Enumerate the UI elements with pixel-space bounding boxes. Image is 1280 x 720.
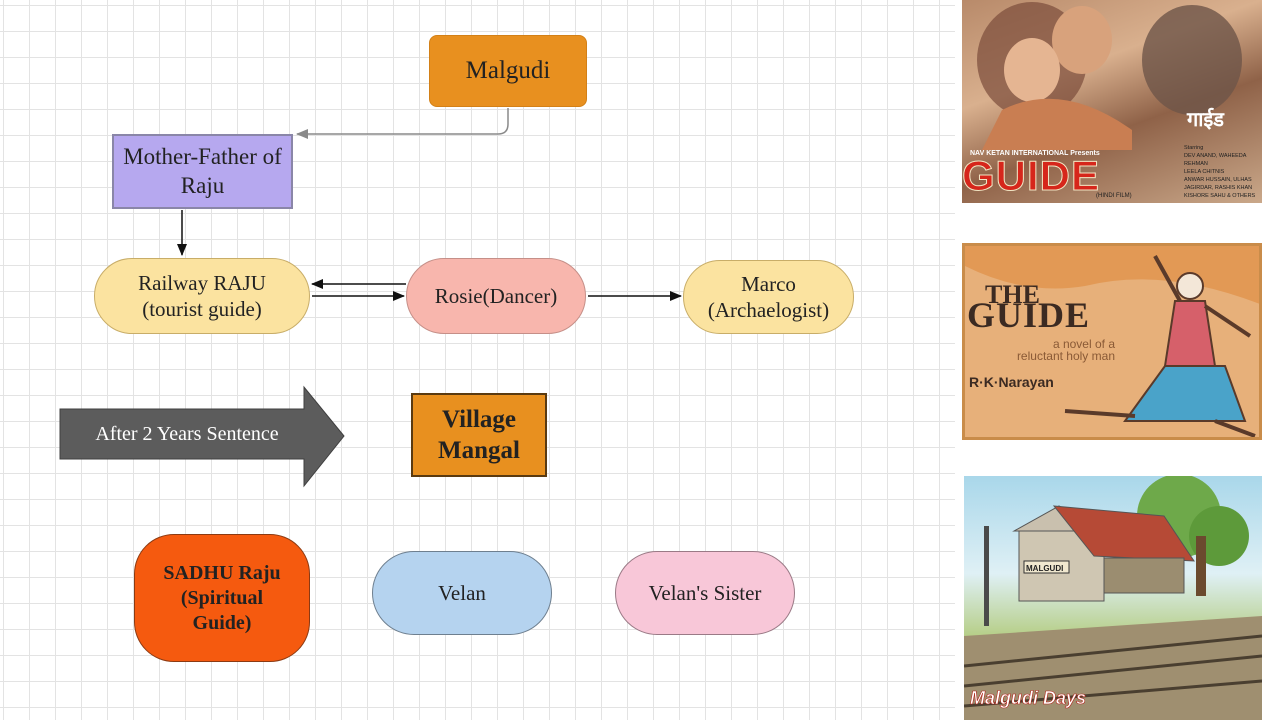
poster-credit-line: JAGIRDAR, RASHIS KHAN: [1184, 185, 1253, 191]
book-subtitle: a novel of a reluctant holy man: [1016, 337, 1115, 363]
node-marco-label: Marco (Archaelogist): [707, 271, 830, 322]
big-arrow-shape: [59, 385, 345, 488]
connector-layer: [59, 108, 682, 488]
book-title-the: THE: [985, 280, 1040, 309]
node-raju[interactable]: Railway RAJU (tourist guide): [94, 258, 310, 334]
node-velan-label: Velan: [438, 580, 486, 605]
the-guide-book-cover-image: THE GUIDE a novel of a reluctant holy ma…: [962, 243, 1262, 440]
poster-credit-line: Starring: [1184, 145, 1204, 151]
node-village[interactable]: Village Mangal: [411, 393, 547, 477]
node-velan[interactable]: Velan: [372, 551, 552, 635]
book-author: R·K·Narayan: [969, 374, 1054, 390]
node-parents-label: Mother-Father of Raju: [123, 143, 282, 198]
poster-presenter: NAV KETAN INTERNATIONAL Presents: [970, 150, 1100, 157]
malgudi-days-image: MALGUDI Malgudi Days: [964, 476, 1262, 720]
poster-credits: Starring DEV ANAND, WAHEEDA REHMAN LEELA…: [1184, 144, 1262, 200]
malgudi-days-title: Malgudi Days: [970, 688, 1087, 709]
poster-tag: (HINDI FILM): [1096, 193, 1132, 199]
guide-film-poster-image: गाईड NAV KETAN INTERNATIONAL Presents GU…: [962, 0, 1262, 203]
node-marco[interactable]: Marco (Archaelogist): [683, 260, 854, 334]
node-malgudi[interactable]: Malgudi: [429, 35, 587, 107]
node-sadhu-label: SADHU Raju (Spiritual Guide): [163, 561, 281, 634]
poster-credit-line: ANWAR HUSSAIN, ULHAS: [1184, 177, 1252, 183]
node-sadhu[interactable]: SADHU Raju (Spiritual Guide): [134, 534, 310, 662]
node-sister-label: Velan's Sister: [648, 580, 762, 605]
poster-title: GUIDE: [962, 152, 1101, 200]
poster-credit-line: DEV ANAND, WAHEEDA REHMAN: [1184, 153, 1247, 167]
big-arrow-label: After 2 Years Sentence: [95, 422, 279, 445]
node-malgudi-label: Malgudi: [465, 57, 551, 85]
node-sister[interactable]: Velan's Sister: [615, 551, 795, 635]
station-sign-text: MALGUDI: [1026, 564, 1064, 573]
node-parents[interactable]: Mother-Father of Raju: [112, 134, 293, 209]
poster-artwork: [977, 2, 1242, 150]
poster-credit-line: LEELA CHITNIS: [1184, 169, 1225, 175]
malgudi-days-artwork: [964, 476, 1262, 720]
book-title-guide: GUIDE: [967, 295, 1091, 335]
node-rosie[interactable]: Rosie(Dancer): [406, 258, 586, 334]
poster-credit-line: KISHORE SAHU & OTHERS: [1184, 193, 1256, 199]
node-village-label: Village Mangal: [438, 405, 520, 464]
connector-malgudi-to-parents: [296, 108, 509, 139]
poster-hindi-title: गाईड: [1187, 109, 1224, 131]
node-rosie-label: Rosie(Dancer): [434, 283, 558, 308]
node-raju-label: Railway RAJU (tourist guide): [138, 270, 266, 321]
diagram-canvas: Malgudi Mother-Father of Raju Railway RA…: [0, 0, 955, 720]
book-cover-artwork: [965, 246, 1259, 437]
